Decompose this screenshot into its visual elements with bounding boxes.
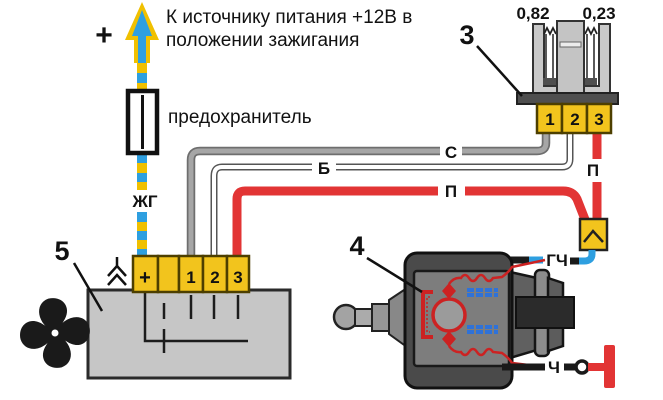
brush-bottom xyxy=(442,331,456,347)
wire-white-b xyxy=(210,131,574,258)
wire-label-zhg: ЖГ xyxy=(131,192,157,211)
switch-terminal-blank xyxy=(156,254,181,294)
wire-stripe xyxy=(137,153,147,163)
switch-terminal-plus-label: + xyxy=(139,267,151,289)
motor-rear-stub xyxy=(515,296,575,329)
callout-5: 5 xyxy=(54,236,69,266)
motor-schematic xyxy=(421,258,546,369)
ring-terminal xyxy=(574,359,590,375)
resistor-terminal-3 xyxy=(585,102,613,135)
switch-terminal-3 xyxy=(225,254,251,294)
wire-stripe xyxy=(137,163,147,173)
switch-terminal-1-label: 1 xyxy=(186,268,195,287)
plus-sign: + xyxy=(95,19,113,52)
fuse-symbol xyxy=(125,88,160,156)
resistor-terminal-1 xyxy=(535,102,564,135)
wire-label-s: С xyxy=(445,143,457,162)
switch-terminal-3-label: 3 xyxy=(233,268,242,287)
fan-blade xyxy=(42,333,71,368)
resistor-value-left: 0,82 xyxy=(516,4,549,23)
callout-3: 3 xyxy=(459,20,474,50)
power-note-line2: положении зажигания xyxy=(166,30,359,51)
callout-line-5 xyxy=(72,262,104,312)
fan-blade xyxy=(20,320,55,349)
wire-red-from-switch xyxy=(232,186,591,258)
resistor-coil-right-zigzag xyxy=(584,25,598,37)
wire-white-core xyxy=(212,131,572,258)
resistor-terminal-2 xyxy=(560,102,589,135)
switch-terminal-strip: + 1 2 3 xyxy=(131,254,251,294)
resistor-terminal-2-label: 2 xyxy=(570,110,579,129)
arrow-inner-blue xyxy=(132,10,152,63)
switch-common-line xyxy=(143,292,248,343)
magnet-bracket-inner xyxy=(426,296,430,333)
brush-top xyxy=(442,283,456,299)
switch-terminal-2-label: 2 xyxy=(210,268,219,287)
wire-label-p-resistor: П xyxy=(587,161,599,180)
wire-stripe xyxy=(137,63,147,73)
plug-slot xyxy=(559,41,582,48)
fan-hub-hole xyxy=(51,329,59,337)
wire-black-ground xyxy=(502,345,615,388)
fan-switch-block: + 1 2 3 xyxy=(86,254,292,380)
connector-body xyxy=(578,217,609,252)
resistor-block: 1 2 3 xyxy=(516,20,619,135)
resistor-terminal-strip: 1 2 3 xyxy=(535,102,613,135)
wire-stripe xyxy=(137,83,147,91)
wire-yellow-blue-zhg xyxy=(137,63,147,258)
brush-spring-bottom xyxy=(447,345,546,369)
slider-icon-chevron xyxy=(107,273,127,286)
ground-bar-vertical xyxy=(604,345,615,388)
inline-connector xyxy=(578,217,609,252)
resistor-center-plug xyxy=(556,20,585,95)
resistor-terminal-3-label: 3 xyxy=(594,110,603,129)
wire-stripe xyxy=(137,240,147,249)
wire-stripe xyxy=(137,212,147,222)
resistor-base-plate xyxy=(516,92,619,105)
wire-label-ch: Ч xyxy=(548,358,560,377)
wire-stripe xyxy=(137,249,147,258)
fan-icon xyxy=(20,298,90,368)
switch-internal-contacts xyxy=(143,292,248,353)
wire-blue-hook xyxy=(578,250,596,265)
slider-contact-icon xyxy=(107,257,127,286)
wire-gray-core xyxy=(188,131,549,258)
coil-foot xyxy=(584,78,597,85)
magnet-bracket xyxy=(421,290,433,339)
heater-motor xyxy=(332,251,575,390)
power-arrow xyxy=(125,2,159,63)
fuse-label: предохранитель xyxy=(168,107,312,128)
wire-stripe xyxy=(137,173,147,182)
wire-gray-s xyxy=(186,131,551,258)
wire-stripe xyxy=(137,222,147,231)
power-note-line1: К источнику питания +12В в xyxy=(166,7,412,28)
coil-foot xyxy=(543,78,556,85)
brush-spring-top xyxy=(447,258,546,285)
wire-label-p-switch: П xyxy=(445,182,457,201)
callout-4: 4 xyxy=(349,231,364,261)
wire-label-gch: ГЧ xyxy=(546,251,568,270)
callout-line-4 xyxy=(366,256,423,294)
slider-icon-chevron xyxy=(107,264,127,277)
switch-terminal-1 xyxy=(177,254,205,294)
resistor-value-right: 0,23 xyxy=(582,4,615,23)
connector-chevron xyxy=(583,229,604,243)
resistor-terminal-1-label: 1 xyxy=(545,110,554,129)
wire-stripe xyxy=(137,182,147,190)
fan-blade xyxy=(39,298,68,333)
callout-line-3 xyxy=(476,45,523,97)
switch-terminal-2 xyxy=(201,254,229,294)
fan-blade xyxy=(55,317,90,346)
resistor-coil-left-zigzag xyxy=(543,25,557,37)
armature-circle xyxy=(431,297,467,333)
shaft-collar xyxy=(371,303,391,332)
switch-housing xyxy=(86,288,292,380)
wire-label-b: Б xyxy=(318,159,330,178)
wire-stripe xyxy=(137,231,147,240)
wire-stripe xyxy=(137,73,147,83)
